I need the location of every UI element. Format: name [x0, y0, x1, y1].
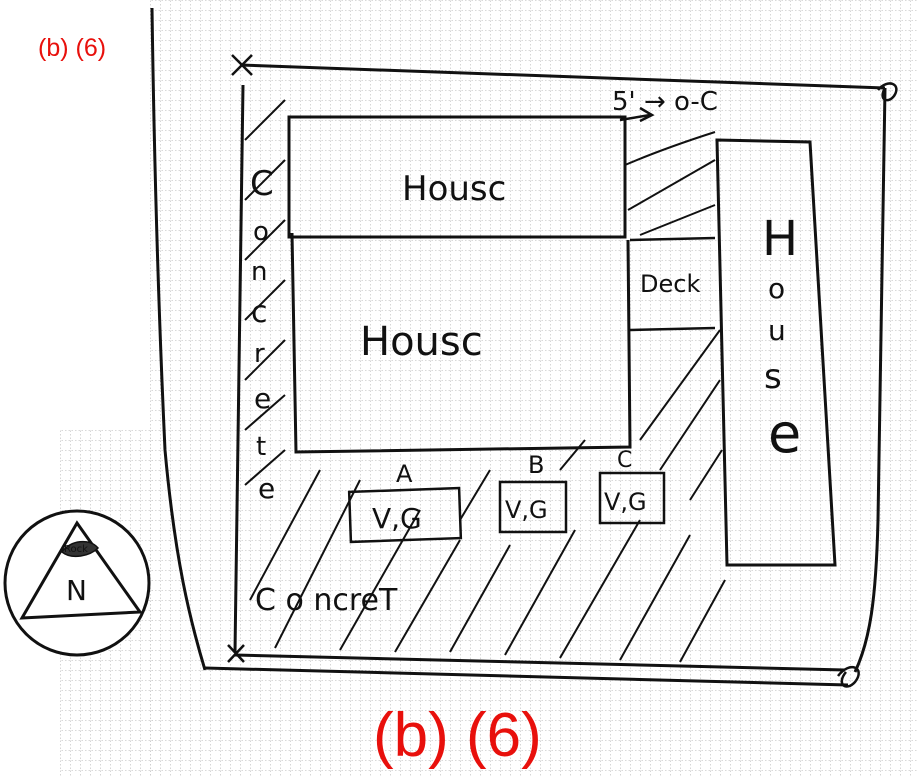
- corner-x-bottomleft: [227, 644, 245, 663]
- concrete-letter-1: C: [250, 164, 274, 204]
- concrete-hatching-left: [244, 99, 286, 486]
- compass-triangle: [19, 520, 143, 620]
- inner-bottom-line: [234, 653, 846, 672]
- house-middle-outline: [290, 232, 632, 454]
- marker-a: A: [396, 460, 413, 488]
- compass-circle: [3, 509, 151, 657]
- house-middle-label: Housc: [360, 319, 483, 365]
- compass-tip-text: Rock: [64, 544, 88, 555]
- house-right-letter-1: H: [762, 211, 798, 267]
- concrete-letter-4: c: [251, 295, 268, 330]
- concrete-hatching-bottom: [249, 329, 726, 663]
- corner-mark-topright: [877, 82, 898, 102]
- concrete-letter-2: o: [253, 217, 269, 247]
- arrow-to-corner: [619, 106, 655, 123]
- concrete-letter-8: e: [258, 472, 275, 505]
- concrete-letter-5: r: [254, 339, 265, 369]
- marker-b: B: [528, 451, 544, 479]
- corner-x-topleft: [231, 54, 253, 76]
- marker-c: C: [617, 448, 632, 473]
- house-right-letter-5: e: [768, 402, 801, 465]
- redaction-label-bottom: (b) (6): [373, 701, 542, 770]
- corner-mark-bottomright: [837, 665, 860, 688]
- concrete-bottom-label: C o ncreT: [255, 583, 398, 618]
- house-top-label: Housϲ: [402, 169, 506, 209]
- vg-label-1: V,G: [372, 502, 422, 535]
- house-right-letter-3: u: [768, 314, 786, 347]
- left-boundary-line: [150, 7, 207, 671]
- concrete-letter-6: e: [254, 382, 271, 415]
- concrete-letter-7: t: [256, 432, 266, 462]
- house-right-letter-2: o: [768, 272, 785, 305]
- deck-outline: [629, 236, 716, 332]
- house-top-outline: [287, 115, 627, 239]
- concrete-letter-3: n: [251, 257, 267, 287]
- deck-label: Deck: [640, 270, 700, 298]
- graph-paper-bottom: [150, 700, 917, 776]
- property-boundary: [204, 63, 887, 687]
- compass-north-letter: N: [66, 574, 87, 607]
- compass-tip-scribble: [60, 540, 100, 558]
- house-right-letter-4: s: [764, 357, 782, 397]
- hatching-top-right: [624, 131, 716, 236]
- inner-left-line: [233, 84, 245, 653]
- house-right-outline: [715, 138, 837, 567]
- vg-box-2: [498, 480, 568, 534]
- redaction-label-top: (b) (6): [38, 34, 107, 62]
- vg-box-1: [347, 486, 463, 544]
- vg-label-2: V,G: [505, 496, 548, 524]
- arrow-label: 5' → o-C: [612, 87, 718, 117]
- vg-label-3: V,G: [604, 488, 647, 516]
- vg-box-3: [598, 471, 666, 525]
